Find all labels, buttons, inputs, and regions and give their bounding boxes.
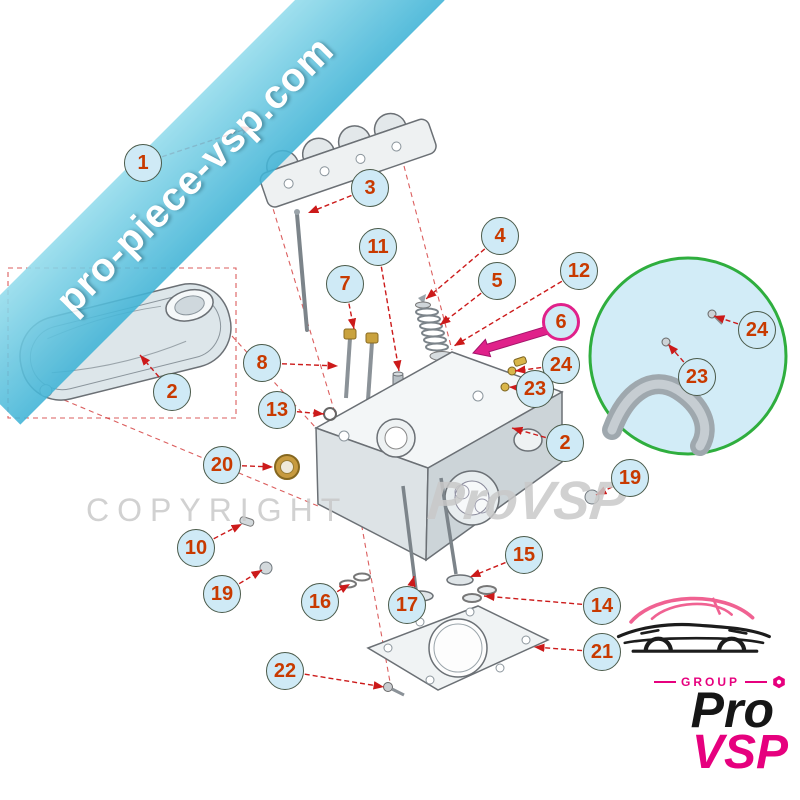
leader-line-5 bbox=[439, 292, 482, 326]
leader-line-11 bbox=[380, 266, 402, 372]
leader-line-17 bbox=[407, 575, 416, 588]
leader-line-12 bbox=[453, 280, 563, 347]
logo-wordmark: Pro VSP bbox=[612, 682, 788, 779]
leader-line-14 bbox=[483, 592, 583, 606]
logo-group-label: GROUP bbox=[680, 675, 740, 689]
logo-vsp: VSP bbox=[691, 726, 788, 779]
leader-line-16 bbox=[336, 583, 351, 594]
car-illustration bbox=[616, 596, 771, 653]
rule-left bbox=[653, 681, 676, 683]
leader-line-3 bbox=[307, 194, 352, 214]
leader-line-2 bbox=[511, 426, 546, 439]
leader-line-22 bbox=[304, 673, 385, 690]
brand-logo: GROUP Pro VSP bbox=[612, 580, 792, 779]
rule-right bbox=[745, 681, 767, 683]
small-parts bbox=[239, 407, 600, 697]
leader-line-19 bbox=[238, 569, 263, 585]
camshaft-carrier-part bbox=[259, 112, 437, 208]
leader-line-4 bbox=[425, 248, 486, 300]
head-studs-part bbox=[343, 328, 379, 401]
detail-inset bbox=[588, 256, 788, 456]
leader-line-24 bbox=[713, 315, 739, 325]
cylinder-head-part bbox=[314, 351, 564, 562]
head-gasket-part bbox=[366, 605, 550, 691]
logo-pro: Pro bbox=[690, 682, 774, 738]
leader-line-19 bbox=[595, 486, 613, 496]
leader-line-15 bbox=[469, 561, 506, 578]
leader-line-7 bbox=[347, 303, 357, 330]
highlight-arrow bbox=[472, 325, 550, 358]
leader-line-24 bbox=[514, 365, 542, 374]
long-stud-part bbox=[294, 209, 309, 332]
leader-line-20 bbox=[241, 462, 274, 471]
logo-group-row: GROUP bbox=[612, 675, 786, 689]
leader-line-21 bbox=[533, 643, 583, 652]
leader-line-13 bbox=[296, 408, 325, 418]
leader-line-10 bbox=[213, 523, 243, 540]
hexagon-icon bbox=[773, 675, 785, 689]
leader-line-8 bbox=[281, 361, 339, 370]
